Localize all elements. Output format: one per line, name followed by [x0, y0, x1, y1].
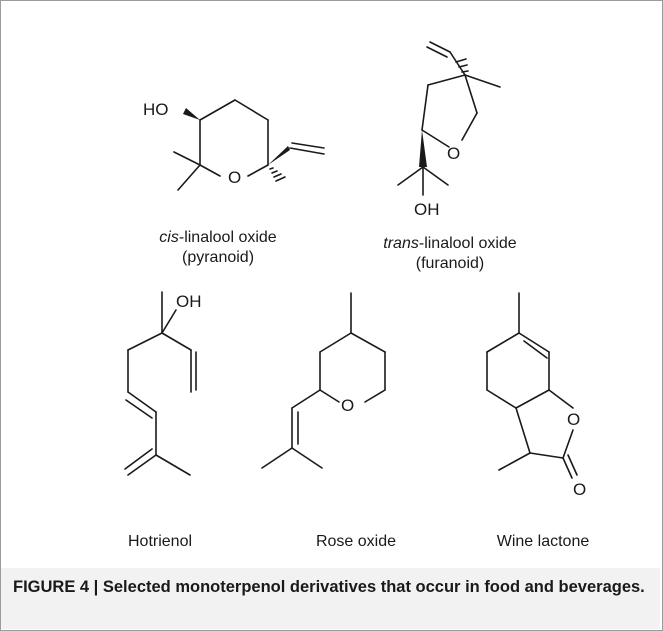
compound-label-wine-lactone: Wine lactone	[497, 533, 590, 550]
atom-label: O	[228, 168, 241, 187]
trans-linalool-oxide-structure: O OH	[397, 41, 501, 219]
atom-label: OH	[414, 200, 440, 219]
wedge-bond	[183, 108, 200, 120]
atom-label: O	[573, 480, 586, 499]
compound-subname-pyranoid: (pyranoid)	[182, 249, 254, 266]
compound-subname-furanoid: (furanoid)	[416, 255, 484, 272]
hashed-bond	[455, 58, 469, 73]
wine-lactone-structure: O O	[486, 292, 586, 499]
wedge-bond	[419, 130, 427, 167]
compound-label-rose-oxide: Rose oxide	[316, 533, 396, 550]
atom-label: HO	[143, 100, 169, 119]
structures-diagram: HO O cis-linalool oxide (pyranoid) O OH …	[124, 41, 590, 550]
cis-linalool-oxide-structure: HO O	[143, 99, 325, 191]
compound-name: -linalool oxide	[179, 229, 277, 246]
compound-label-hotrienol: Hotrienol	[128, 533, 192, 550]
compound-prefix: cis	[159, 229, 179, 246]
compound-name: -linalool oxide	[419, 235, 517, 252]
hotrienol-structure: OH	[124, 291, 202, 476]
figure-caption: FIGURE 4 | Selected monoterpenol derivat…	[13, 578, 645, 596]
atom-label: OH	[176, 292, 202, 311]
atom-label: O	[567, 410, 580, 429]
figure-area	[1, 1, 660, 569]
compound-label-trans-linalool-oxide: trans-linalool oxide	[383, 235, 517, 252]
compound-label-cis-linalool-oxide: cis-linalool oxide	[159, 229, 277, 246]
compound-prefix: trans	[383, 235, 419, 252]
hashed-bond	[269, 167, 286, 182]
wedge-bond	[268, 146, 290, 165]
atom-label: O	[447, 144, 460, 163]
rose-oxide-structure: O	[261, 292, 386, 469]
caption-area	[1, 568, 660, 629]
atom-label: O	[341, 396, 354, 415]
